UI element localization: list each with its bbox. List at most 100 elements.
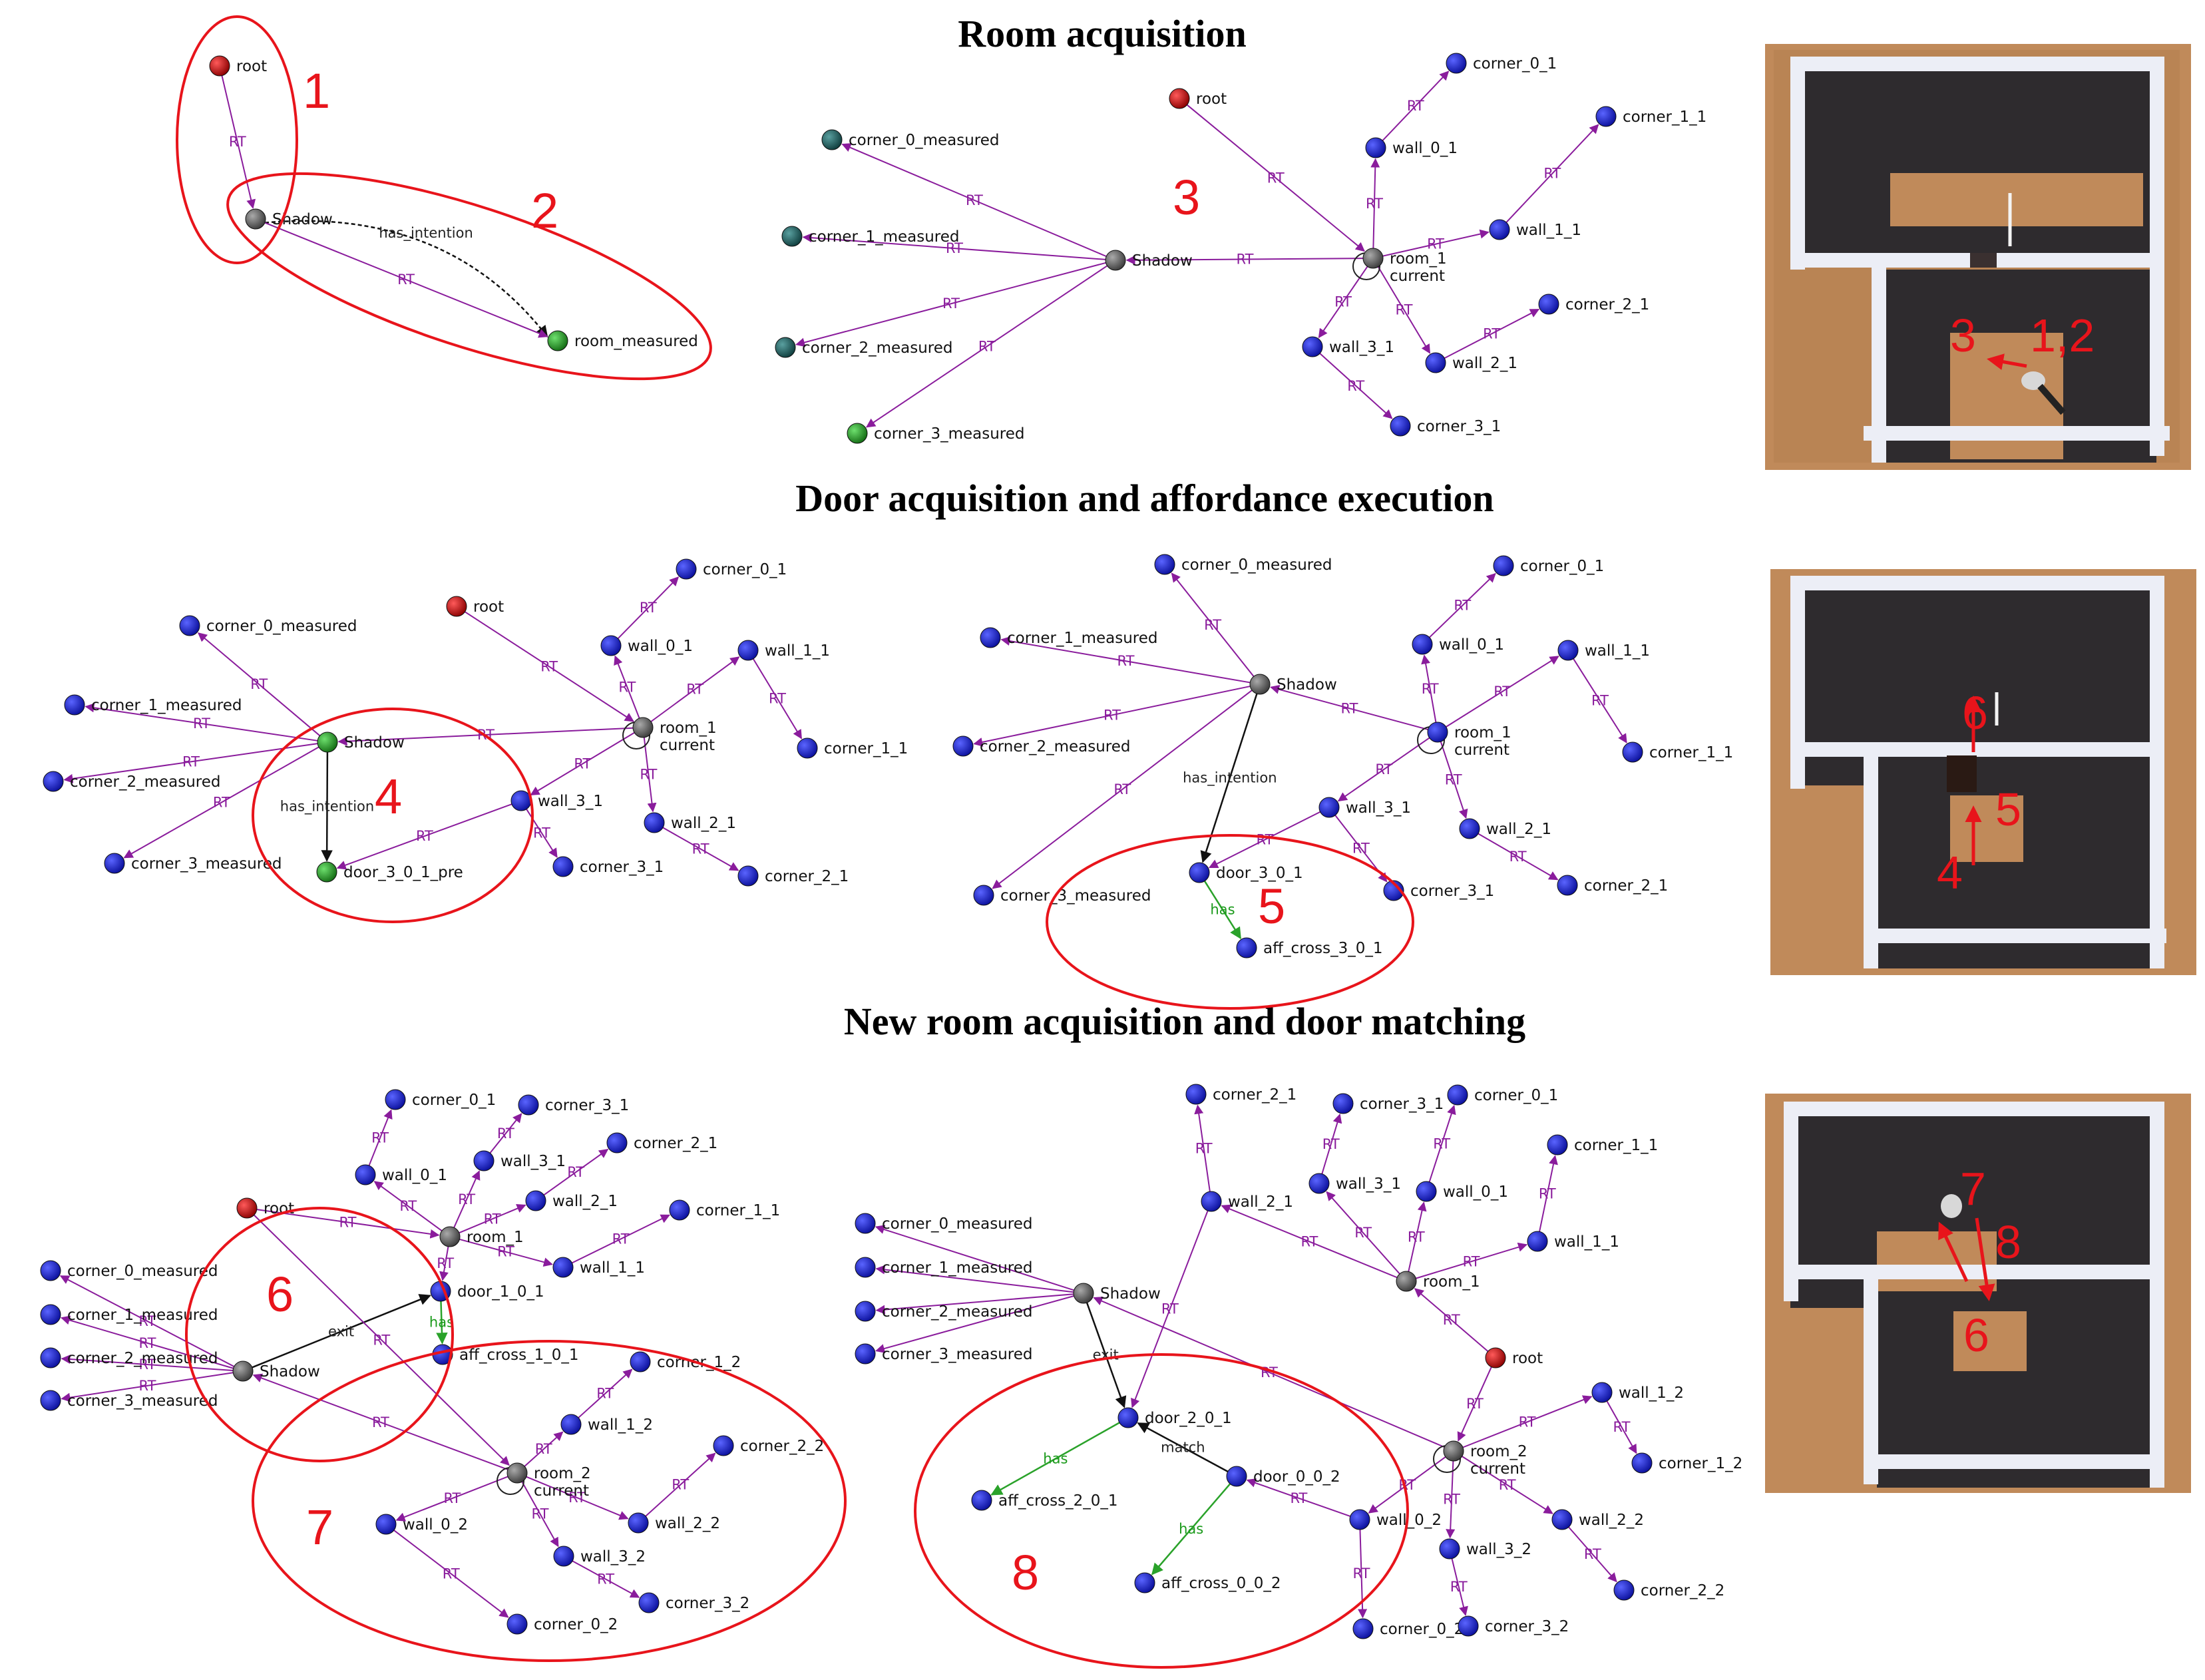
edge-label: RT (1301, 1233, 1318, 1249)
edge-rt (1416, 1242, 1528, 1279)
step-number: 6 (266, 1267, 294, 1322)
step-number: 5 (1258, 879, 1285, 934)
node-label: corner_3_1 (1360, 1096, 1444, 1113)
graph-node-c01 (1493, 555, 1514, 576)
edge-rt (1457, 1366, 1492, 1442)
graph-node-c31 (1332, 1093, 1354, 1114)
edge-rt (572, 1560, 640, 1598)
edge-label: RT (437, 1255, 454, 1271)
node-label: corner_1_1 (696, 1202, 780, 1219)
edge-rt (1444, 308, 1540, 359)
graph-node-room2 (1443, 1440, 1464, 1462)
edge-label: RT (1494, 684, 1511, 700)
edge-rt (336, 803, 512, 870)
node-label: corner_2_measured (980, 738, 1131, 755)
node-label: Shadow (1100, 1285, 1161, 1303)
graph-node-c21 (737, 865, 759, 887)
node-label: Shadow (260, 1363, 320, 1380)
node-label: wall_1_1 (765, 642, 830, 660)
graph-node-c11 (669, 1199, 690, 1221)
edge-label: RT (686, 682, 703, 698)
edge-rt (1093, 1297, 1445, 1448)
graph-node-c3m (973, 885, 994, 906)
edge-rt (650, 656, 740, 722)
edge-label: RT (640, 600, 657, 616)
edge-rt (1440, 741, 1468, 819)
graph-node-c1m (781, 226, 803, 247)
node-label: root (473, 598, 504, 616)
edge-label: RT (769, 691, 786, 707)
edge-label: RT (612, 1231, 630, 1247)
edge-rt (1318, 266, 1368, 339)
edge-label: RT (1256, 832, 1273, 848)
edge-label: RT (1113, 781, 1131, 797)
edge-label: RT (1354, 1225, 1372, 1241)
step-number: 7 (306, 1500, 333, 1555)
graph-node-c02 (506, 1613, 528, 1635)
edge-label: has (1043, 1451, 1068, 1467)
graph-node-w12 (1591, 1382, 1613, 1403)
node-label: corner_2_1 (1213, 1086, 1297, 1104)
edge-green (990, 1422, 1120, 1496)
node-label: corner_0_1 (1474, 1087, 1558, 1104)
edge-label: RT (373, 1332, 390, 1348)
graph-node-c2m (855, 1301, 876, 1322)
edge-rt (1606, 1400, 1637, 1454)
node-label: corner_2_1 (1584, 877, 1668, 895)
edge-rt (465, 611, 634, 722)
simulation-panel-1: 3 1,2 (1765, 44, 2191, 470)
edge-label: RT (1334, 294, 1352, 310)
node-label: corner_0_1 (1520, 558, 1604, 575)
edge-rt (578, 1368, 633, 1418)
graphs-layer: RThas_intentionRTrootShadowroom_measured… (40, 15, 1742, 1669)
graph-node-door (1189, 862, 1210, 883)
edge-label: RT (567, 1164, 584, 1180)
graph-node-aff002 (1134, 1572, 1155, 1593)
edge-black (1086, 1302, 1127, 1408)
graph-node-w32 (553, 1546, 574, 1567)
edge-rt (60, 1315, 234, 1369)
section-title-door: Door acquisition and affordance executio… (795, 477, 1494, 520)
node-label: wall_3_1 (1346, 799, 1411, 817)
graph-node-root (446, 596, 467, 617)
section-title-room: Room acquisition (958, 12, 1246, 55)
graph-node-shadow (232, 1361, 254, 1382)
node-label: Shadow (1277, 676, 1337, 694)
graph-node-c3m (847, 423, 868, 444)
node-label: corner_1_measured (1007, 630, 1158, 647)
edge-rt (1539, 1155, 1558, 1232)
node-label: corner_2_measured (802, 339, 953, 357)
node-label: door_2_0_1 (1145, 1410, 1232, 1427)
node-label: wall_1_1 (580, 1259, 645, 1277)
node-label: root (1512, 1350, 1543, 1367)
edge-label: RT (1341, 700, 1358, 716)
step-number: 1 (303, 63, 330, 118)
edge-rt (459, 1238, 553, 1267)
graph-node-w31 (1302, 336, 1323, 357)
edge-label: has (1179, 1521, 1203, 1537)
edge-rt (61, 1372, 234, 1402)
node-sublabel: current (1454, 741, 1509, 759)
edge-rt (221, 75, 256, 209)
node-label: wall_0_1 (1439, 636, 1504, 654)
node-label: corner_2_2 (740, 1438, 824, 1455)
edge-label: RT (1584, 1546, 1601, 1562)
edge-rt (439, 1246, 449, 1281)
node-label: corner_3_1 (545, 1097, 629, 1114)
node-sublabel: current (534, 1482, 589, 1500)
edge-rt (393, 1530, 509, 1618)
edge-label: RT (458, 1191, 475, 1207)
node-label: wall_0_1 (382, 1167, 447, 1184)
edge-rt (1321, 1113, 1342, 1174)
graph-node-c3m (104, 853, 125, 874)
graph-node-root (1169, 88, 1190, 109)
node-label: corner_1_1 (1649, 744, 1733, 761)
graph-node-rm (547, 330, 568, 351)
edge-label: RT (1422, 681, 1439, 697)
node-label: corner_0_2 (534, 1616, 618, 1633)
node-label: root (236, 58, 267, 75)
node-label: wall_0_2 (403, 1516, 468, 1534)
edge-label: RT (568, 1490, 586, 1506)
node-label: corner_3_measured (1000, 887, 1151, 905)
